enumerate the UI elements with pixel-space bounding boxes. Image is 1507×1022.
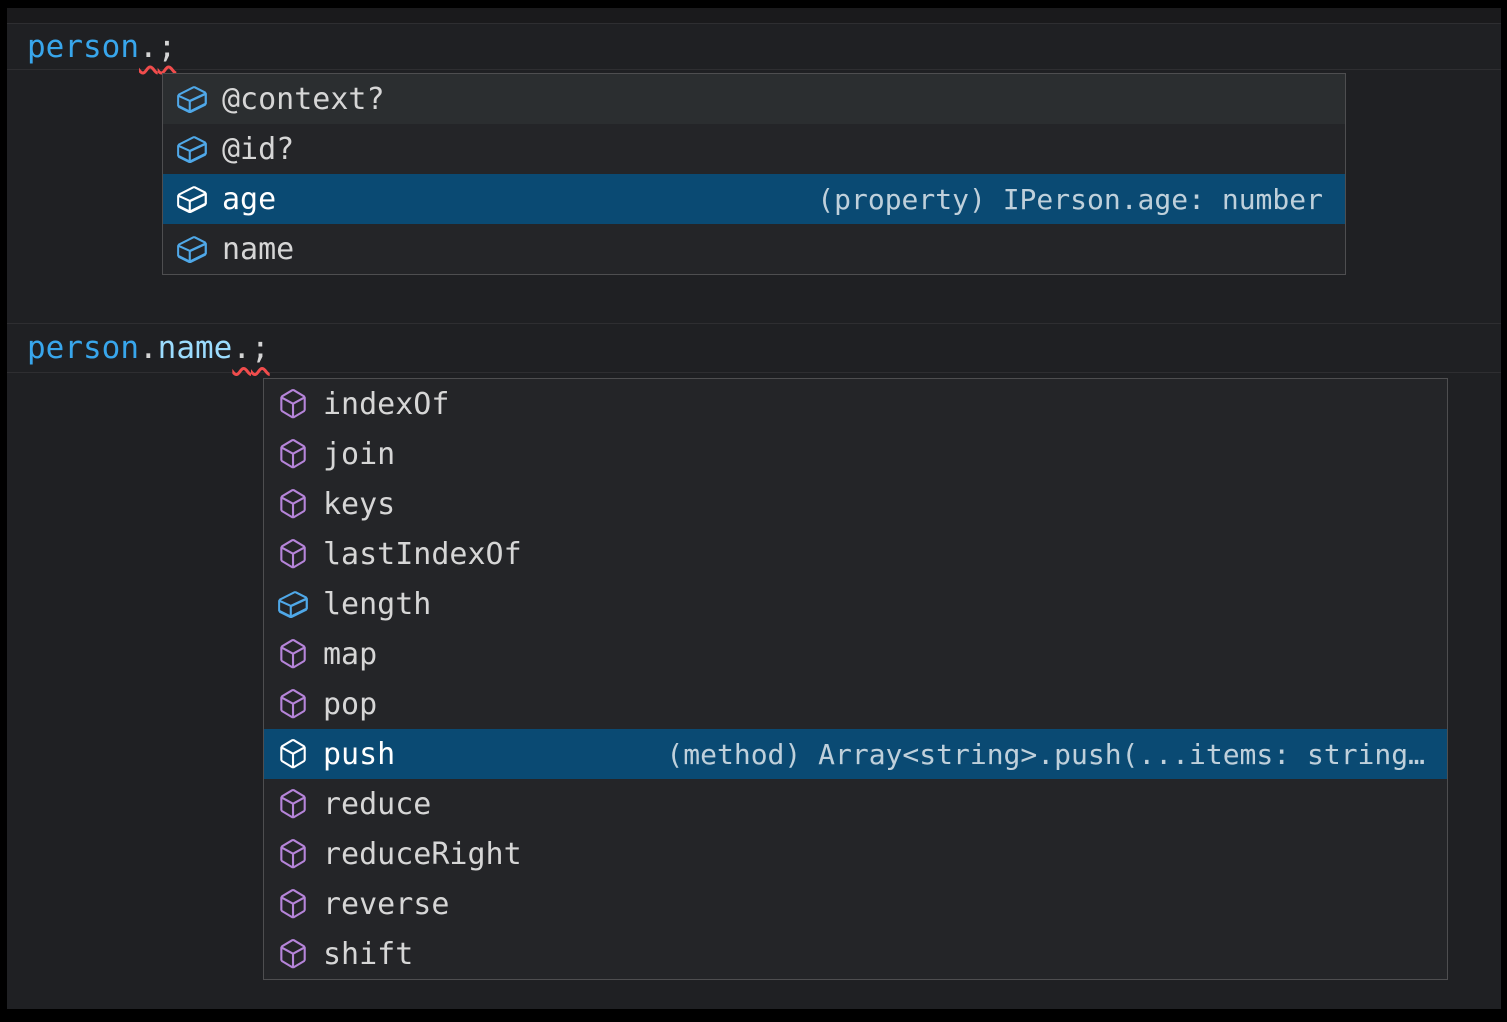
code-line-1: person.; <box>7 23 1501 70</box>
symbol-method-icon <box>276 687 310 721</box>
list-item[interactable]: length <box>264 579 1447 629</box>
list-item[interactable]: join <box>264 429 1447 479</box>
suggestion-label: shift <box>323 937 413 972</box>
list-item[interactable]: reduceRight <box>264 829 1447 879</box>
suggestion-label: pop <box>323 687 377 722</box>
list-item[interactable]: map <box>264 629 1447 679</box>
code-token-semicolon-error: ; <box>251 330 270 366</box>
list-item[interactable]: keys <box>264 479 1447 529</box>
symbol-field-icon <box>175 82 209 116</box>
symbol-field-icon <box>175 232 209 266</box>
list-item[interactable]: lastIndexOf <box>264 529 1447 579</box>
suggestion-label: keys <box>323 487 395 522</box>
symbol-field-icon <box>175 132 209 166</box>
code-token-dot-error: . <box>232 330 251 366</box>
list-item[interactable]: reduce <box>264 779 1447 829</box>
suggestion-label: @id? <box>222 132 294 167</box>
list-item[interactable]: @context? <box>163 74 1345 124</box>
suggestion-label: join <box>323 437 395 472</box>
suggestion-label: name <box>222 232 294 267</box>
suggestion-detail: (method) Array<string>.push(...items: st… <box>666 738 1425 771</box>
suggestion-detail: (property) IPerson.age: number <box>817 183 1323 216</box>
suggestion-label: lastIndexOf <box>323 537 522 572</box>
list-item[interactable]: reverse <box>264 879 1447 929</box>
list-item-selected[interactable]: age (property) IPerson.age: number <box>163 174 1345 224</box>
symbol-method-icon <box>276 737 310 771</box>
editor-top-strip <box>7 8 1501 23</box>
symbol-method-icon <box>276 437 310 471</box>
code-token-variable: person <box>27 330 139 366</box>
suggestion-label: reduce <box>323 787 431 822</box>
symbol-method-icon <box>276 637 310 671</box>
code-token-variable: person <box>27 29 139 65</box>
list-item[interactable]: pop <box>264 679 1447 729</box>
code-line-2: person.name.; <box>7 323 1501 373</box>
symbol-field-icon <box>175 182 209 216</box>
suggestion-label: age <box>222 182 276 217</box>
code-editor[interactable]: person.; @context? @id? age (property) I… <box>7 8 1501 1009</box>
suggestion-label: map <box>323 637 377 672</box>
symbol-method-icon <box>276 487 310 521</box>
suggest-widget-person-name: indexOf join keys lastIndexOf length map <box>263 378 1448 980</box>
suggestion-label: reverse <box>323 887 449 922</box>
list-item[interactable]: @id? <box>163 124 1345 174</box>
symbol-method-icon <box>276 537 310 571</box>
symbol-method-icon <box>276 887 310 921</box>
code-token-dot-error: . <box>139 29 158 65</box>
code-token-semicolon-error: ; <box>158 29 177 65</box>
suggestion-label: length <box>323 587 431 622</box>
symbol-method-icon <box>276 937 310 971</box>
list-item[interactable]: shift <box>264 929 1447 979</box>
symbol-method-icon <box>276 387 310 421</box>
list-item[interactable]: name <box>163 224 1345 274</box>
suggest-widget-person: @context? @id? age (property) IPerson.ag… <box>162 73 1346 275</box>
suggestion-label: indexOf <box>323 387 449 422</box>
symbol-method-icon <box>276 837 310 871</box>
code-token-dot: . <box>139 330 158 366</box>
code-token-property: name <box>158 330 233 366</box>
list-item[interactable]: indexOf <box>264 379 1447 429</box>
suggestion-label: @context? <box>222 82 385 117</box>
symbol-field-icon <box>276 587 310 621</box>
suggestion-label: push <box>323 737 395 772</box>
list-item-selected[interactable]: push (method) Array<string>.push(...item… <box>264 729 1447 779</box>
suggestion-label: reduceRight <box>323 837 522 872</box>
symbol-method-icon <box>276 787 310 821</box>
